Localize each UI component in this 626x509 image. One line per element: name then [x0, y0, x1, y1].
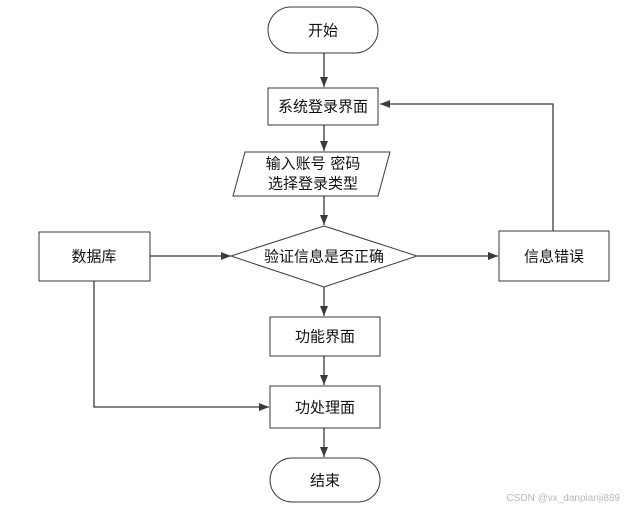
edge-error-to-login	[380, 100, 554, 231]
input-credentials-node: 输入账号 密码 选择登录类型	[232, 151, 391, 197]
end-node-label: 结束	[310, 472, 340, 490]
verify-decision-label: 验证信息是否正确	[264, 248, 384, 266]
verify-decision-node: 验证信息是否正确	[229, 225, 419, 288]
end-node: 结束	[269, 457, 381, 503]
info-error-node: 信息错误	[498, 230, 610, 282]
login-interface-node: 系统登录界面	[267, 87, 379, 126]
database-label: 数据库	[71, 248, 116, 266]
edge-database-to-process	[93, 281, 269, 411]
info-error-label: 信息错误	[524, 248, 584, 266]
connectors	[93, 53, 554, 457]
function-interface-label: 功能界面	[295, 328, 355, 346]
process-interface-label: 功处理面	[295, 399, 355, 417]
input-credentials-line2: 选择登录类型	[268, 175, 358, 193]
input-credentials-line1: 输入账号 密码	[266, 155, 361, 173]
function-interface-node: 功能界面	[269, 316, 381, 357]
csdn-watermark: CSDN @vx_danpianji889	[506, 493, 620, 504]
start-node-label: 开始	[308, 22, 338, 40]
process-interface-node: 功处理面	[269, 385, 381, 429]
login-interface-label: 系统登录界面	[278, 98, 368, 116]
start-node: 开始	[267, 6, 379, 54]
database-node: 数据库	[38, 231, 151, 282]
